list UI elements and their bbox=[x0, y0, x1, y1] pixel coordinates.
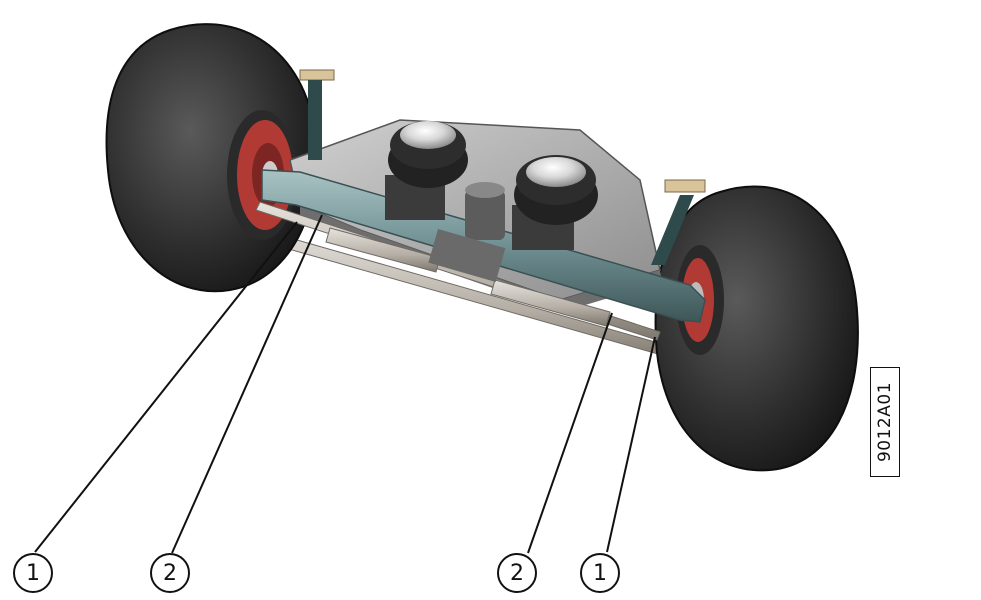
callout-1-right: 1 bbox=[580, 553, 620, 593]
leader-lines bbox=[34, 214, 656, 554]
shock-absorber-left bbox=[299, 69, 335, 160]
callout-2-left: 2 bbox=[150, 553, 190, 593]
figure-id-box: 9012A01 bbox=[870, 367, 900, 477]
air-spring-right bbox=[512, 155, 598, 250]
leader-line-1-right bbox=[606, 336, 656, 553]
air-spring-left bbox=[385, 121, 468, 220]
leader-line-2-right bbox=[527, 312, 613, 554]
center-mount bbox=[465, 182, 505, 240]
callout-2-right: 2 bbox=[497, 553, 537, 593]
callout-1-left: 1 bbox=[13, 553, 53, 593]
right-wheel bbox=[654, 185, 859, 472]
leader-line-2-left bbox=[171, 214, 323, 554]
left-wheel bbox=[105, 23, 318, 293]
figure-id: 9012A01 bbox=[875, 381, 895, 463]
steering-tie-rod bbox=[255, 201, 661, 341]
leader-line-1-left bbox=[34, 221, 298, 553]
shock-absorber-right bbox=[651, 179, 706, 265]
